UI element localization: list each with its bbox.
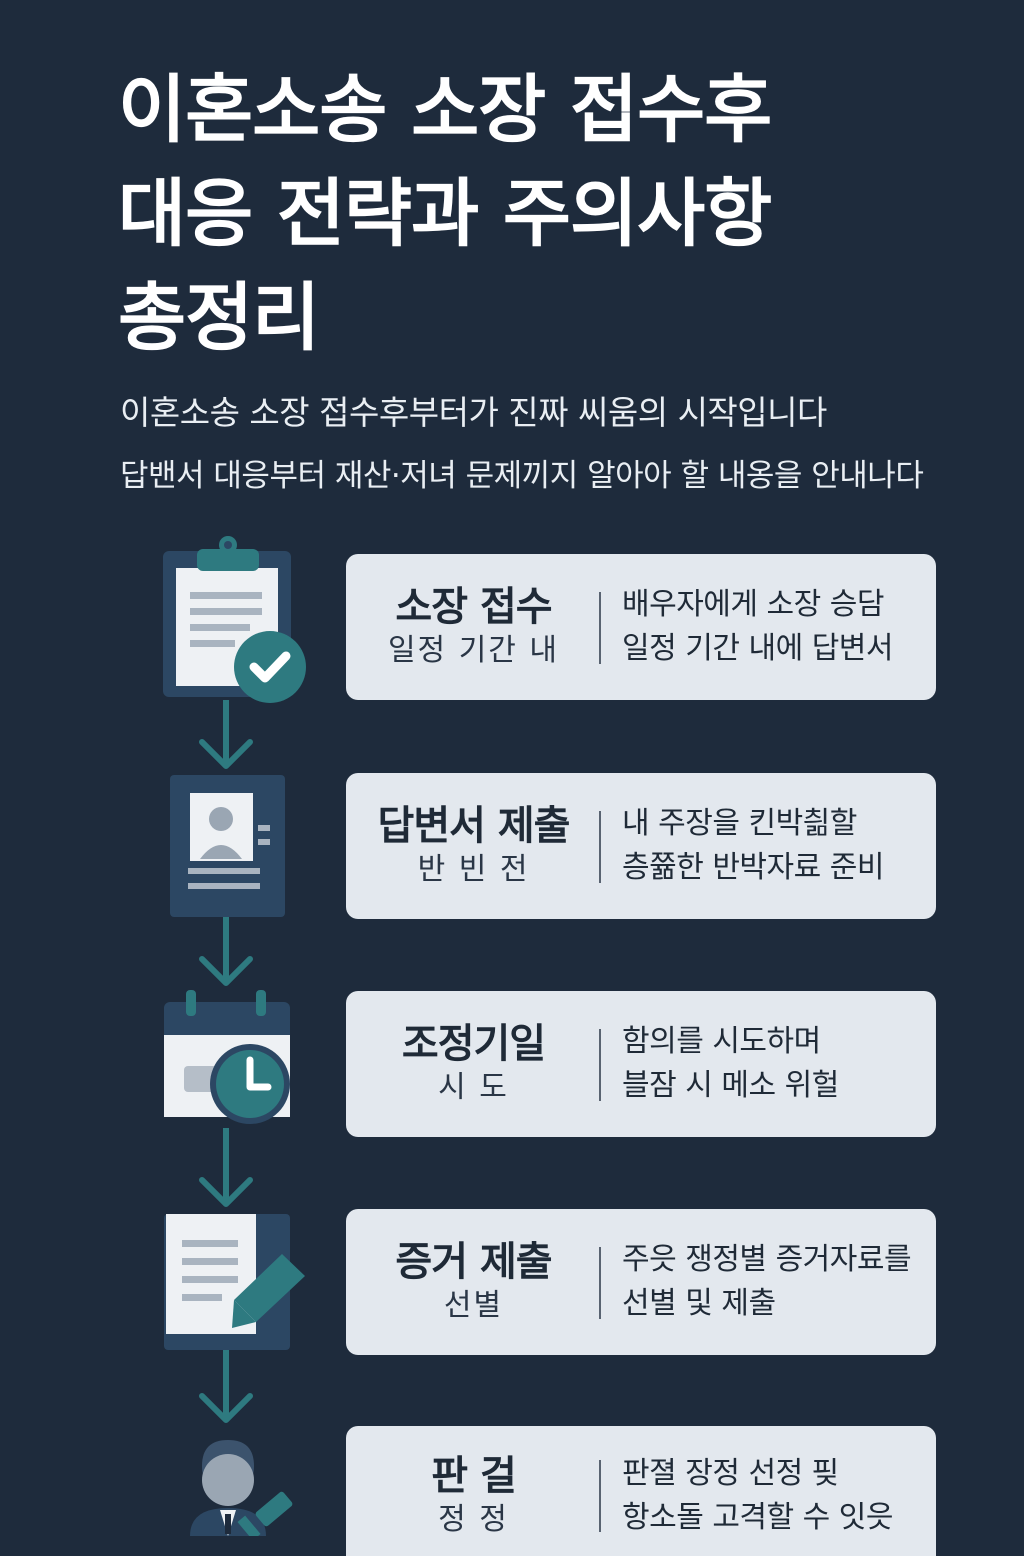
document-pen-icon bbox=[160, 1210, 310, 1380]
card-divider bbox=[599, 811, 601, 883]
step-card-3: 조정기일 시 도 함의를 시도하며 블잠 시 메소 위헐 bbox=[346, 991, 936, 1137]
title-line-1: 이혼소송 소장 접수후 bbox=[118, 67, 772, 153]
clipboard-check-icon bbox=[160, 535, 310, 705]
step-desc-line-2: 블잠 시 메소 위헐 bbox=[622, 1068, 839, 1103]
card-divider bbox=[599, 1460, 601, 1532]
step-desc-line-1: 배우자에게 소장 승담 bbox=[622, 587, 884, 622]
card-divider bbox=[599, 592, 601, 664]
step-subtitle: 선별 bbox=[443, 1288, 504, 1323]
title-line-2: 대응 전략과 주의사항 bbox=[118, 171, 772, 257]
id-document-icon bbox=[160, 773, 310, 943]
step-title: 증거 제출 bbox=[395, 1239, 552, 1285]
step-desc-line-2: 층쯂한 반박자료 준비 bbox=[622, 850, 884, 885]
step-title: 답변서 제출 bbox=[377, 803, 571, 849]
calendar-clock-icon bbox=[160, 990, 310, 1160]
step-desc-line-1: 함의를 시도하며 bbox=[622, 1024, 821, 1059]
step-card-2: 답변서 제출 반 빈 전 내 주장을 킨박칆할 층쯂한 반박자료 준비 bbox=[346, 773, 936, 919]
card-divider bbox=[599, 1247, 601, 1319]
arrow-down-icon bbox=[196, 1350, 256, 1424]
step-subtitle: 시 도 bbox=[438, 1070, 509, 1105]
arrow-down-icon bbox=[196, 1128, 256, 1208]
subtitle-line-1: 이혼소송 소장 접수후부터가 진짜 씨움의 시작입니다 bbox=[120, 393, 827, 432]
title-line-3: 총정리 bbox=[118, 275, 320, 361]
step-card-1: 소장 접수 일정 기간 내 배우자에게 소장 승담 일정 기간 내에 답변서 bbox=[346, 554, 936, 700]
step-desc-line-1: 판졀 장정 선정 핒 bbox=[622, 1456, 839, 1491]
step-desc-line-1: 내 주장을 킨박칆할 bbox=[622, 806, 857, 841]
step-desc-line-1: 주읏 쟁정별 증거자료를 bbox=[622, 1242, 912, 1277]
step-subtitle: 일정 기간 내 bbox=[387, 633, 560, 668]
arrow-down-icon bbox=[196, 917, 256, 987]
step-title: 소장 접수 bbox=[395, 584, 552, 630]
step-title: 조정기일 bbox=[401, 1021, 546, 1067]
page-title: 이혼소송 소장 접수후 대응 전략과 주의사항 총정리 bbox=[118, 58, 978, 370]
arrow-down-icon bbox=[196, 700, 256, 770]
step-card-5: 판 걸 정 정 판졀 장정 선정 핒 항소돌 고격할 수 잇읏 bbox=[346, 1426, 936, 1556]
card-divider bbox=[599, 1029, 601, 1101]
person-gavel-icon bbox=[160, 1436, 310, 1536]
step-subtitle: 반 빈 전 bbox=[417, 852, 530, 887]
step-desc-line-2: 일정 기간 내에 답변서 bbox=[622, 631, 894, 666]
subtitle-line-2: 답밴서 대응부터 재산·저녀 문제끼지 알아아 할 내옹을 안내나다 bbox=[120, 458, 924, 494]
step-desc-line-2: 항소돌 고격할 수 잇읏 bbox=[622, 1500, 894, 1535]
step-desc-line-2: 선별 및 제출 bbox=[622, 1286, 776, 1321]
step-subtitle: 정 정 bbox=[438, 1502, 509, 1537]
step-card-4: 증거 제출 선별 주읏 쟁정별 증거자료를 선별 및 제출 bbox=[346, 1209, 936, 1355]
step-title: 판 걸 bbox=[431, 1453, 517, 1499]
